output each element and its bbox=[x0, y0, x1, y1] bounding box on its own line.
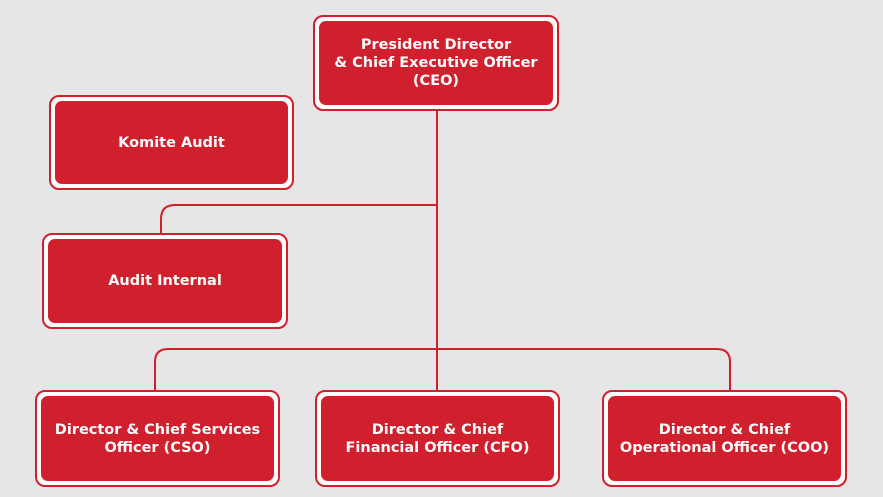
connector-directors-bar bbox=[154, 348, 731, 391]
coo-label: Director & Chief Operational Officer (CO… bbox=[620, 421, 829, 457]
connector-audit-internal bbox=[160, 204, 437, 233]
coo-box: Director & Chief Operational Officer (CO… bbox=[602, 390, 847, 487]
cfo-label: Director & Chief Financial Officer (CFO) bbox=[346, 421, 530, 457]
ceo-box: President Director & Chief Executive Off… bbox=[313, 15, 559, 111]
komite-audit-box: Komite Audit bbox=[49, 95, 294, 190]
ceo-label-line-3: (CEO) bbox=[412, 73, 460, 89]
audit-internal-box-fill: Audit Internal bbox=[48, 239, 282, 323]
cso-box: Director & Chief Services Officer (CSO) bbox=[35, 390, 280, 487]
coo-label-line-1: Director & Chief bbox=[658, 421, 791, 438]
ceo-label-line-2: & Chief Executive Officer bbox=[334, 55, 538, 71]
coo-box-fill: Director & Chief Operational Officer (CO… bbox=[608, 396, 841, 481]
cfo-box-fill: Director & Chief Financial Officer (CFO) bbox=[321, 396, 554, 481]
cfo-label-line-1: Director & Chief bbox=[371, 421, 504, 438]
cfo-box: Director & Chief Financial Officer (CFO) bbox=[315, 390, 560, 487]
audit-internal-label-line-1: Audit Internal bbox=[108, 273, 222, 289]
coo-label-line-2: Operational Officer (COO) bbox=[619, 439, 830, 456]
ceo-box-fill: President Director & Chief Executive Off… bbox=[319, 21, 553, 105]
cso-label-line-2: Officer (CSO) bbox=[104, 439, 211, 456]
audit-internal-box: Audit Internal bbox=[42, 233, 288, 329]
cso-label: Director & Chief Services Officer (CSO) bbox=[55, 421, 260, 457]
komite-audit-label: Komite Audit bbox=[118, 134, 225, 152]
komite-audit-box-fill: Komite Audit bbox=[55, 101, 288, 184]
audit-internal-label: Audit Internal bbox=[108, 272, 222, 290]
ceo-label-line-1: President Director bbox=[360, 37, 512, 53]
cfo-label-line-2: Financial Officer (CFO) bbox=[345, 439, 530, 456]
komite-audit-label-line-1: Komite Audit bbox=[118, 134, 225, 151]
cso-box-fill: Director & Chief Services Officer (CSO) bbox=[41, 396, 274, 481]
ceo-label: President Director & Chief Executive Off… bbox=[334, 36, 537, 90]
cso-label-line-1: Director & Chief Services bbox=[54, 421, 261, 438]
